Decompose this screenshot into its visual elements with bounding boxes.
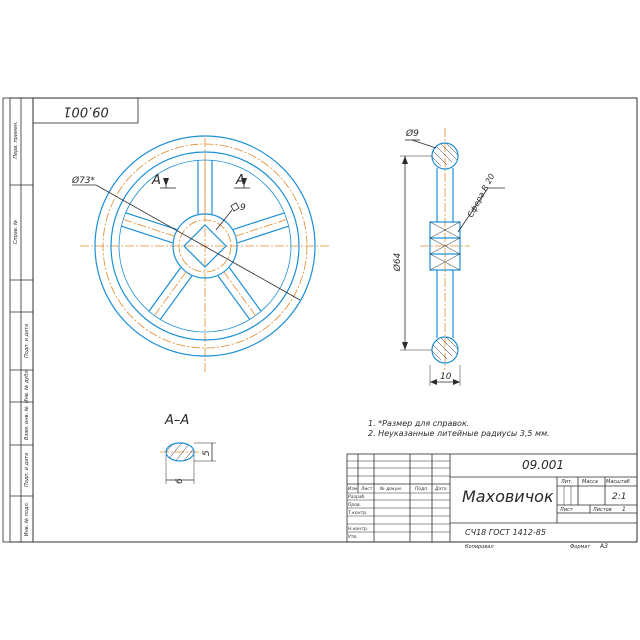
square-size-label: 9: [240, 203, 246, 213]
material: СЧ18 ГОСТ 1412-85: [465, 528, 546, 537]
section-title: А–А: [164, 413, 189, 428]
copied-label: Копировал: [465, 544, 494, 550]
side-label-4: Инв. № дубл.: [24, 369, 30, 403]
side-label-6: Подп. и дата: [24, 453, 30, 487]
side-label-3: Подп. и дата: [24, 324, 30, 358]
section-a-a: А–А 5 6: [160, 413, 216, 484]
scale-value: 2:1: [612, 492, 626, 502]
section-marker-left: А: [151, 173, 161, 188]
sheet-frame: [2, 97, 638, 543]
side-label-1: Перв. примен.: [13, 121, 19, 159]
hub-width-label: 10: [440, 372, 452, 382]
sphere-label: Сфера R 20: [466, 172, 497, 219]
side-label-7: Инв. № подл.: [24, 502, 30, 537]
format-label: Формат: [570, 544, 591, 550]
side-label-2: Справ. №: [13, 220, 19, 244]
outer-diameter-label: Ø73*: [71, 175, 96, 186]
part-name: Маховичок: [462, 487, 554, 506]
rotated-code-stamp: 09.001: [32, 97, 139, 124]
change-sign: Подп.: [415, 486, 429, 492]
sheets-value: 1: [622, 506, 626, 513]
header-lit: Лит.: [560, 479, 573, 485]
side-label-5: Взам. инв. №: [24, 406, 30, 440]
change-date: Дата: [434, 486, 447, 492]
title-block: Изм. Лист № докум. Подп. Дата Разраб. Пр…: [346, 453, 638, 550]
side-strip: Перв. примен. Справ. № Подп. и дата Инв.…: [9, 97, 34, 543]
section-marker-right: А: [235, 173, 245, 188]
technical-notes: 1. *Размер для справок. 2. Неуказанные л…: [368, 419, 550, 438]
header-mass: Масса: [582, 479, 598, 485]
spokes: [120, 160, 290, 321]
height-diameter-label: Ø64: [392, 252, 403, 272]
role-nkontr: Н.контр.: [348, 526, 368, 532]
role-prov: Пров.: [348, 502, 361, 508]
format-value: А3: [599, 543, 608, 550]
role-utv: Утв.: [348, 534, 357, 540]
note-2: 2. Неуказанные литейные радиусы 3,5 мм.: [368, 429, 550, 438]
section-diameter-label: Ø9: [405, 128, 419, 139]
side-view: Ø64 Ø9 10 Сфера R 20: [392, 128, 505, 386]
role-razrab: Разраб.: [348, 494, 366, 500]
designation: 09.001: [522, 458, 564, 472]
sheet-label: Лист: [559, 507, 574, 513]
rotated-code-text: 09.001: [63, 104, 109, 119]
role-tkontr: Т.контр.: [348, 510, 368, 516]
note-1: 1. *Размер для справок.: [368, 419, 469, 428]
section-height-label: 5: [202, 450, 212, 456]
change-doc: № докум.: [379, 486, 402, 492]
sheets-label: Листов: [592, 507, 612, 513]
section-width-label: 6: [175, 478, 185, 484]
header-scale: Масштаб: [606, 479, 630, 485]
change-list: Лист: [360, 486, 373, 492]
change-izm: Изм.: [348, 486, 359, 492]
front-view: А А Ø73* 9: [71, 135, 330, 372]
